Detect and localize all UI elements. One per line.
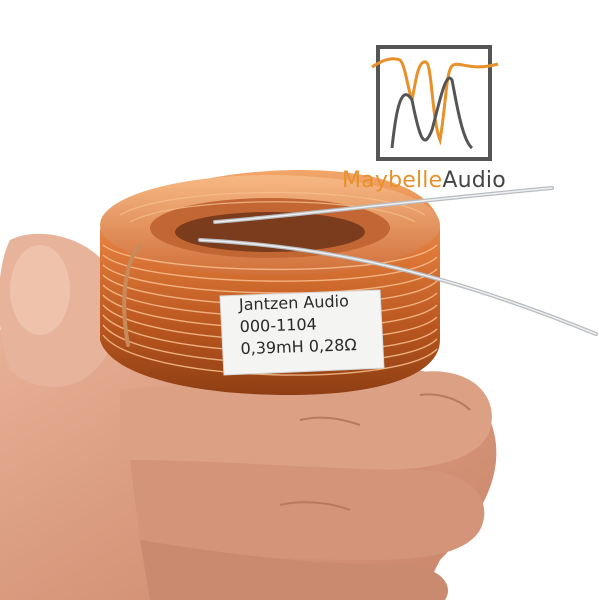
brand-name: MaybelleAudio (342, 168, 532, 193)
label-specs: 0,39mH 0,28Ω (240, 335, 357, 359)
coil-label: Jantzen Audio 000-1104 0,39mH 0,28Ω (221, 289, 384, 377)
copper-coil (100, 170, 440, 395)
brand-name-second: Audio (442, 168, 506, 193)
brand-name-first: Maybelle (342, 168, 443, 193)
lead-wires (122, 186, 598, 347)
